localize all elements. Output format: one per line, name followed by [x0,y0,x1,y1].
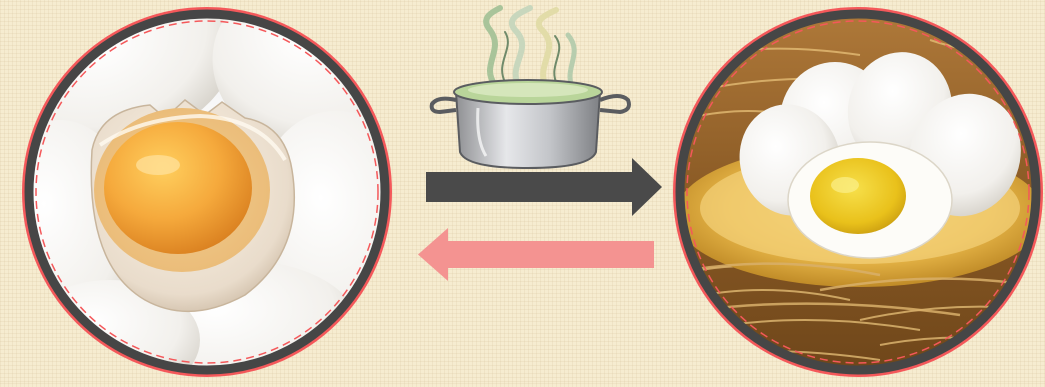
boiling-pot-icon [432,8,629,168]
raw-egg-node [0,0,454,382]
boiled-egg-node [670,5,1045,382]
reverse-arrow [418,228,654,281]
